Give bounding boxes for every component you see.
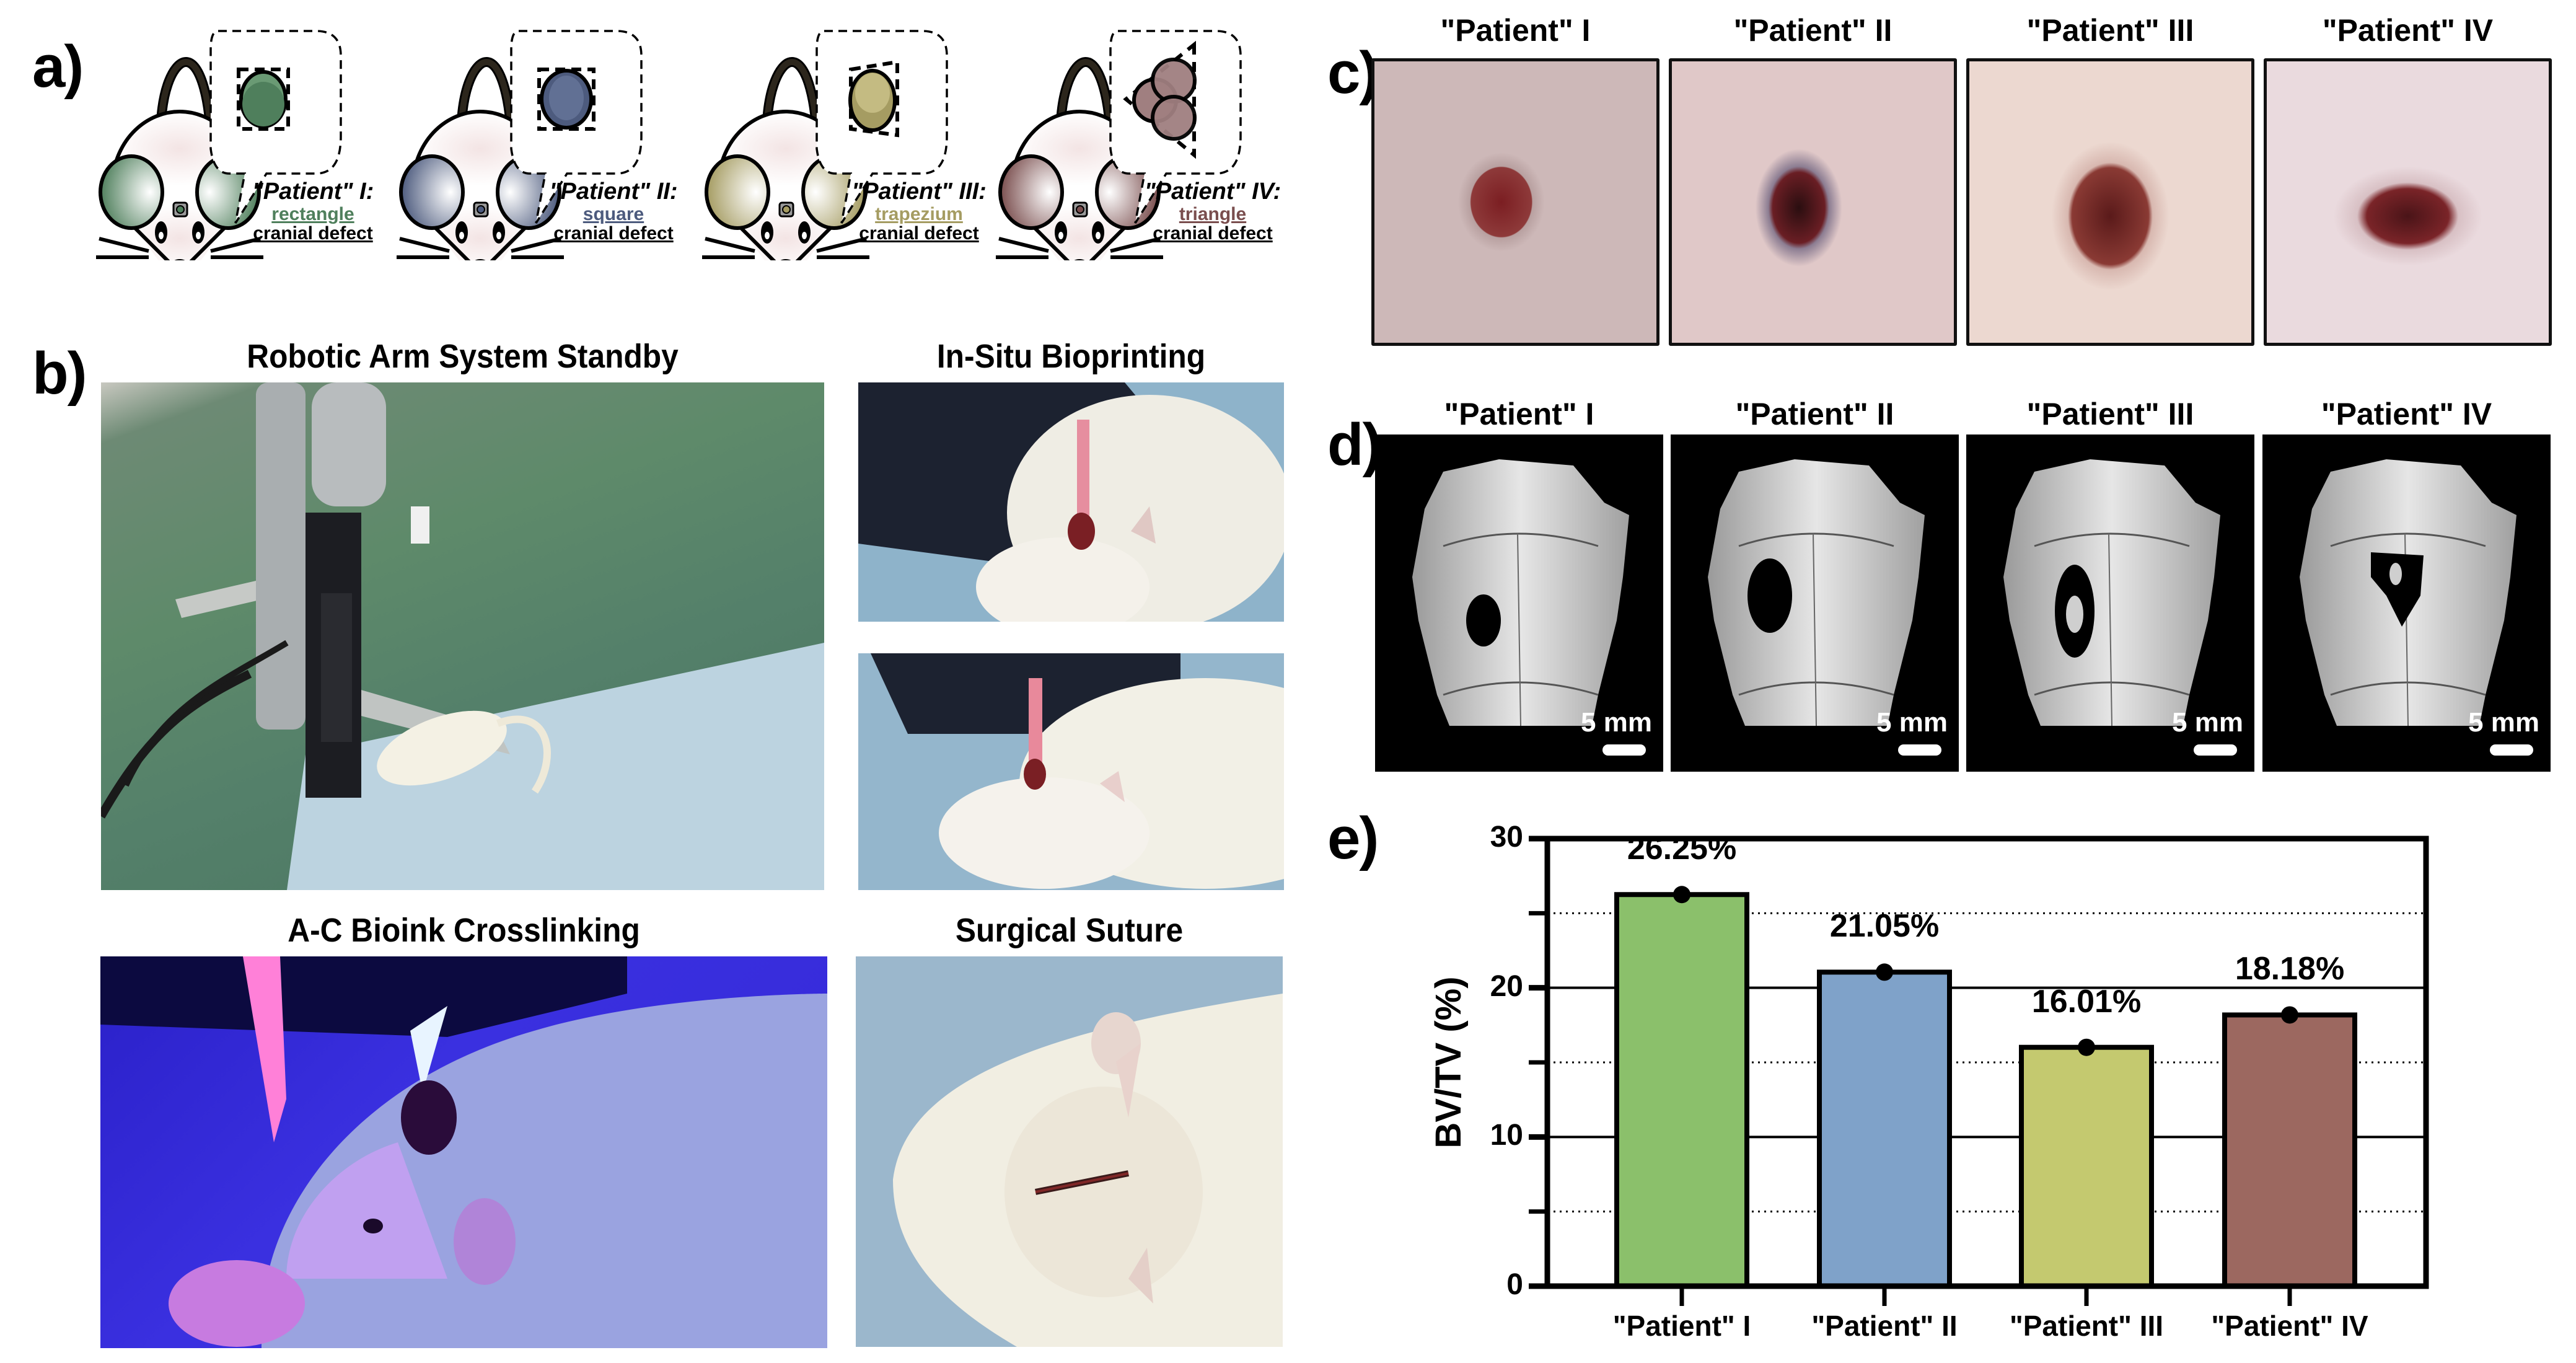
bar-value-label: 16.01% — [2031, 983, 2142, 1020]
patient-label: "Patient" III: — [851, 179, 987, 205]
panel-c-column-title: "Patient" III — [2026, 13, 2194, 48]
x-category-label: "Patient" I — [1612, 1310, 1751, 1342]
micro-ct-skull-render-1: 5 mm — [1375, 434, 1663, 772]
panel-c-column-title: "Patient" I — [1440, 13, 1591, 48]
bar-value-label: 18.18% — [2235, 951, 2345, 987]
panel-a-label: a) — [32, 33, 84, 100]
x-category-label: "Patient" II — [1811, 1310, 1958, 1342]
defect-shape-label: rectangle — [271, 203, 354, 224]
panel-c-label: c) — [1327, 40, 1379, 106]
panel-d-column-title: "Patient" I — [1444, 397, 1594, 431]
patient-label: "Patient" I: — [252, 179, 374, 205]
panel-d-column-title: "Patient" IV — [2321, 397, 2492, 431]
title-in-situ-bioprinting: In-Situ Bioprinting — [936, 338, 1206, 375]
panel-d-column-title: "Patient" III — [2026, 397, 2194, 431]
mouse-caption-1: "Patient" I: rectangle cranial defect — [239, 179, 387, 244]
x-category-label: "Patient" III — [2009, 1310, 2164, 1342]
panel-c-column-title: "Patient" IV — [2322, 13, 2494, 48]
scale-bar — [2194, 744, 2237, 756]
micro-ct-skull-render-3: 5 mm — [1966, 434, 2254, 772]
title-robotic-arm-standby: Robotic Arm System Standby — [247, 338, 679, 375]
patient-label: "Patient" IV: — [1144, 179, 1281, 205]
y-tick-label: 30 — [1490, 821, 1523, 854]
bar-3 — [2019, 1044, 2154, 1289]
robotic-arm-photo — [101, 382, 824, 890]
x-category-label: "Patient" IV — [2211, 1310, 2368, 1342]
title-surgical-suture: Surgical Suture — [955, 912, 1184, 949]
scale-bar-label: 5 mm — [2172, 707, 2243, 738]
scale-bar-label: 5 mm — [2468, 707, 2539, 738]
patient-label: "Patient" II: — [549, 179, 678, 205]
cranial-defect-photo-4 — [2264, 58, 2552, 346]
scale-bar — [2490, 744, 2533, 756]
panel-d-column-title: "Patient" II — [1735, 397, 1894, 431]
scale-bar — [1898, 744, 1941, 756]
scale-bar-label: 5 mm — [1876, 707, 1948, 738]
crosslinking-photo — [100, 956, 827, 1348]
bioprinting-photo-2 — [858, 653, 1284, 890]
mouse-caption-2: "Patient" II: square cranial defect — [539, 179, 688, 244]
scale-bar — [1602, 744, 1646, 756]
mouse-caption-3: "Patient" III: trapezium cranial defect — [845, 179, 993, 244]
panel-b-label: b) — [32, 340, 87, 407]
bar-4 — [2222, 1012, 2357, 1289]
y-tick-label: 10 — [1490, 1119, 1523, 1152]
defect-suffix-label: cranial defect — [553, 223, 674, 244]
cranial-defect-photo-3 — [1966, 58, 2254, 346]
panel-d-label: d) — [1327, 412, 1383, 478]
micro-ct-skull-render-2: 5 mm — [1671, 434, 1959, 772]
micro-ct-skull-render-4: 5 mm — [2262, 434, 2551, 772]
mouse-diagram-4 — [980, 25, 1278, 310]
mouse-diagram-1 — [81, 25, 378, 310]
cranial-defect-photo-1 — [1371, 58, 1659, 346]
scale-bar-label: 5 mm — [1581, 707, 1652, 738]
defect-shape-label: square — [582, 203, 644, 224]
bar-2 — [1817, 969, 1952, 1289]
bioprinting-photo-1 — [858, 382, 1284, 622]
defect-suffix-label: cranial defect — [253, 223, 373, 244]
defect-suffix-label: cranial defect — [859, 223, 979, 244]
bar-value-label: 26.25% — [1627, 831, 1737, 867]
defect-suffix-label: cranial defect — [1153, 223, 1273, 244]
suture-photo — [856, 956, 1283, 1347]
mouse-diagram-3 — [687, 25, 984, 310]
y-tick-label: 0 — [1506, 1268, 1523, 1301]
defect-shape-label: triangle — [1179, 203, 1247, 224]
mouse-illustration — [96, 30, 342, 286]
mouse-diagram-2 — [381, 25, 679, 310]
bar-1 — [1614, 892, 1749, 1289]
y-tick-label: 20 — [1490, 969, 1523, 1003]
cranial-defect-photo-2 — [1669, 58, 1957, 346]
defect-shape-label: trapezium — [875, 203, 963, 224]
panel-e-label: e) — [1327, 805, 1379, 871]
mouse-illustration — [397, 30, 643, 286]
bar-value-label: 21.05% — [1829, 908, 1940, 945]
panel-c-column-title: "Patient" II — [1733, 13, 1892, 48]
mouse-caption-4: "Patient" IV: triangle cranial defect — [1138, 179, 1287, 244]
title-ac-bioink-crosslinking: A-C Bioink Crosslinking — [288, 912, 640, 949]
mouse-illustration — [996, 30, 1242, 286]
